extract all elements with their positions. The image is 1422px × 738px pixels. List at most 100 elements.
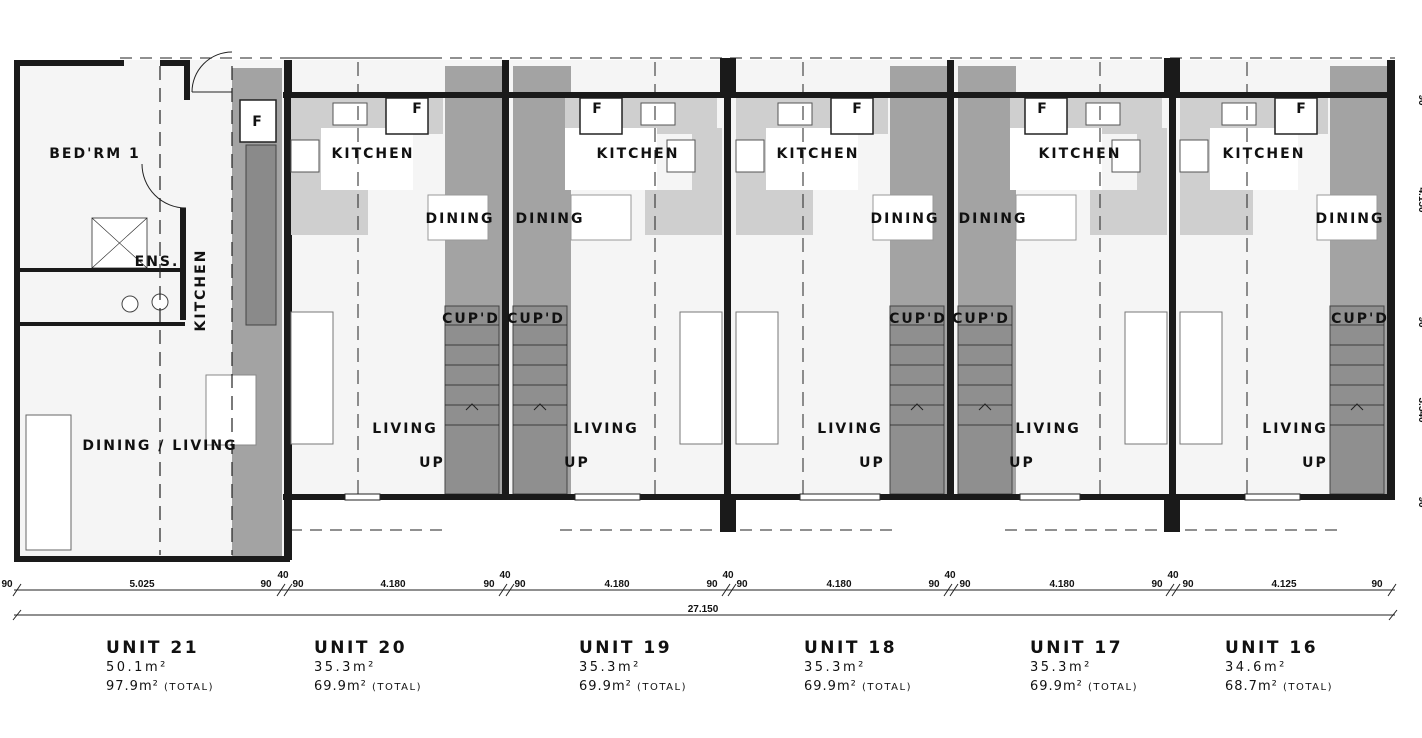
stair-icon bbox=[889, 305, 945, 495]
dimension-label: 90 bbox=[483, 579, 495, 590]
room-label-cupboard: CUP'D bbox=[889, 311, 947, 327]
dimension-tick bbox=[1165, 583, 1175, 597]
total-value: 69.9m² bbox=[1030, 679, 1083, 694]
dimension-tick bbox=[727, 583, 737, 597]
total-value: 68.7m² bbox=[1225, 679, 1278, 694]
sofa-icon bbox=[1179, 311, 1223, 445]
wall bbox=[20, 268, 185, 272]
front-wall bbox=[283, 92, 1395, 98]
dimension-tick bbox=[283, 583, 293, 597]
dimension-label: 90 bbox=[260, 579, 272, 590]
kitchen-counter bbox=[736, 190, 813, 235]
room-label-bedroom: BED'RM 1 bbox=[49, 146, 140, 162]
kitchen-open bbox=[565, 128, 657, 190]
dimension-tick bbox=[721, 583, 731, 597]
dimension-label: 40 bbox=[722, 570, 734, 581]
unit-label-17: UNIT 17 35.3m² 69.9m² (TOTAL) bbox=[1030, 638, 1138, 697]
dimension-tick bbox=[1388, 609, 1398, 621]
wall bbox=[20, 322, 185, 326]
dimension-label: 90 bbox=[292, 579, 304, 590]
room-label-kitchen: KITCHEN bbox=[1039, 146, 1122, 162]
room-label-cupboard: CUP'D bbox=[442, 311, 500, 327]
wall bbox=[184, 60, 190, 100]
total-value: 69.9m² bbox=[579, 679, 632, 694]
unit-total-area: 69.9m² (TOTAL) bbox=[804, 677, 912, 697]
dimension-label: 90 bbox=[706, 579, 718, 590]
stair-icon bbox=[512, 305, 568, 495]
sink-icon bbox=[640, 102, 676, 126]
wall-pier bbox=[1164, 500, 1180, 532]
total-value: 97.9m² bbox=[106, 679, 159, 694]
window bbox=[344, 493, 381, 501]
unit-label-16: UNIT 16 34.6m² 68.7m² (TOTAL) bbox=[1225, 638, 1333, 697]
sink-icon bbox=[1221, 102, 1257, 126]
dining-table-icon bbox=[570, 194, 632, 241]
dimension-label: 90 bbox=[1371, 579, 1383, 590]
fridge-label: F bbox=[852, 101, 864, 117]
dimension-label: 90 bbox=[1151, 579, 1163, 590]
vertical-dimension-label: 90 bbox=[1416, 496, 1422, 508]
stair-icon bbox=[1329, 305, 1385, 495]
sofa-icon bbox=[679, 311, 723, 445]
sink-icon bbox=[1085, 102, 1121, 126]
vertical-dimension-label: 4.150 bbox=[1416, 187, 1422, 212]
cooktop-icon bbox=[735, 139, 765, 173]
up-arrow-icon bbox=[533, 403, 547, 411]
up-arrow-icon bbox=[465, 403, 479, 411]
total-suffix: (TOTAL) bbox=[163, 682, 214, 693]
unit-area: 35.3m² bbox=[314, 660, 376, 675]
shower-diag bbox=[91, 217, 148, 269]
dining-table-icon bbox=[205, 374, 257, 446]
room-label-up: UP bbox=[564, 455, 590, 471]
fridge-label: F bbox=[252, 114, 264, 130]
dimension-label: 90 bbox=[928, 579, 940, 590]
total-suffix: (TOTAL) bbox=[861, 682, 912, 693]
room-label-kitchen: KITCHEN bbox=[597, 146, 680, 162]
basin-icon bbox=[121, 295, 139, 313]
total-value: 69.9m² bbox=[804, 679, 857, 694]
dimension-tick bbox=[1387, 583, 1397, 597]
unit-total-area: 69.9m² (TOTAL) bbox=[314, 677, 422, 697]
unit-21-fridge bbox=[239, 99, 277, 143]
dimension-tick bbox=[949, 583, 959, 597]
room-label-living: LIVING bbox=[1262, 421, 1327, 437]
fridge bbox=[830, 97, 874, 135]
unit-name: UNIT 21 bbox=[106, 638, 200, 658]
room-label-up: UP bbox=[1009, 455, 1035, 471]
room-label-kitchen: KITCHEN bbox=[193, 249, 209, 332]
sofa-icon bbox=[290, 311, 334, 445]
dimension-tick bbox=[12, 583, 22, 597]
room-label-cupboard: CUP'D bbox=[952, 311, 1010, 327]
vertical-dimension-label: 90 bbox=[1416, 316, 1422, 328]
unit-label-19: UNIT 19 35.3m² 69.9m² (TOTAL) bbox=[579, 638, 687, 697]
total-suffix: (TOTAL) bbox=[1282, 682, 1333, 693]
room-label-cupboard: CUP'D bbox=[507, 311, 565, 327]
unit-area: 35.3m² bbox=[1030, 660, 1092, 675]
fridge bbox=[579, 97, 623, 135]
kitchen-counter bbox=[1090, 190, 1167, 235]
dimension-tick bbox=[12, 609, 22, 621]
room-label-living: LIVING bbox=[817, 421, 882, 437]
room-label-dining: DINING bbox=[516, 211, 585, 227]
dimension-label: 4.180 bbox=[826, 579, 851, 590]
sink-icon bbox=[332, 102, 368, 126]
kitchen-counter bbox=[1180, 190, 1253, 235]
cooktop-icon bbox=[290, 139, 320, 173]
dimension-label: 40 bbox=[1167, 570, 1179, 581]
up-arrow-icon bbox=[978, 403, 992, 411]
room-label-up: UP bbox=[419, 455, 445, 471]
room-label-ensuite: ENS. bbox=[135, 254, 180, 270]
cooktop-icon bbox=[666, 139, 696, 173]
dimension-tick bbox=[943, 583, 953, 597]
room-label-living: LIVING bbox=[1015, 421, 1080, 437]
total-suffix: (TOTAL) bbox=[371, 682, 422, 693]
fridge-label: F bbox=[1296, 101, 1308, 117]
kitchen-bench bbox=[692, 128, 722, 190]
room-label-living: LIVING bbox=[573, 421, 638, 437]
cooktop-icon bbox=[1179, 139, 1209, 173]
wall bbox=[14, 60, 124, 66]
sofa-icon bbox=[1124, 311, 1168, 445]
unit-name: UNIT 16 bbox=[1225, 638, 1319, 658]
party-wall bbox=[724, 60, 731, 500]
room-label-up: UP bbox=[1302, 455, 1328, 471]
